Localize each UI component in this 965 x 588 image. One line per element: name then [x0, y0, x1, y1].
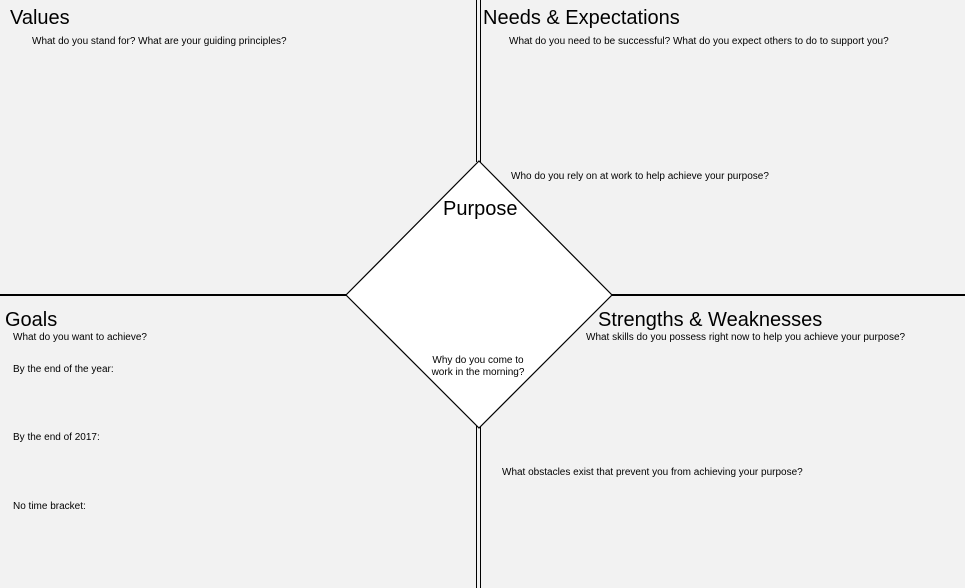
goals-item-no-time-bracket: No time bracket:: [13, 501, 86, 512]
purpose-question: Why do you come to work in the morning?: [431, 355, 525, 378]
goals-question: What do you want to achieve?: [13, 332, 147, 343]
strengths-title: Strengths & Weaknesses: [598, 309, 823, 331]
vertical-divider-top-left: [476, 0, 477, 162]
needs-question-2: Who do you rely on at work to help achie…: [511, 171, 769, 182]
strengths-question-1: What skills do you possess right now to …: [586, 332, 906, 343]
vertical-divider-bottom-right: [480, 426, 481, 588]
goals-item-end-of-2017: By the end of 2017:: [13, 432, 100, 443]
vertical-divider-bottom-left: [476, 426, 477, 588]
horizontal-divider-left: [0, 294, 346, 296]
purpose-title: Purpose: [443, 198, 518, 220]
values-title: Values: [10, 7, 70, 29]
strengths-question-2: What obstacles exist that prevent you fr…: [502, 467, 803, 478]
needs-title: Needs & Expectations: [483, 7, 680, 29]
goals-item-end-of-year: By the end of the year:: [13, 364, 114, 375]
goals-title: Goals: [5, 309, 58, 331]
needs-question-1: What do you need to be successful? What …: [509, 36, 889, 47]
values-question: What do you stand for? What are your gui…: [32, 36, 287, 47]
vertical-divider-top-right: [480, 0, 481, 162]
horizontal-divider-right: [611, 294, 965, 296]
